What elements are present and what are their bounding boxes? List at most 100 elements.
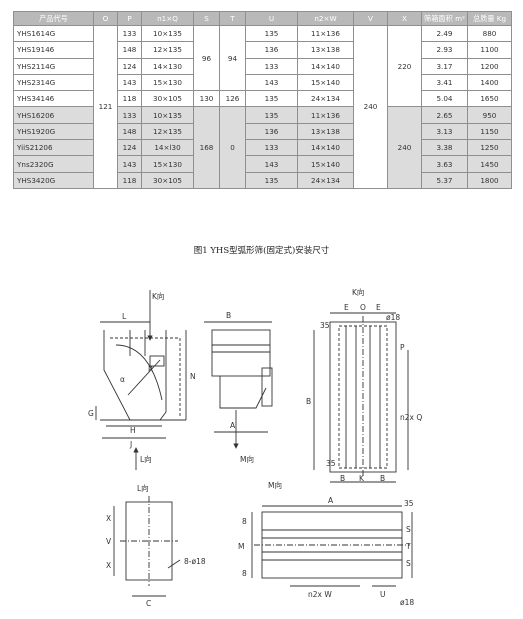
cell-area: 3.13	[421, 122, 468, 141]
side-plate	[261, 367, 273, 407]
table-row: YHS16206 133 10×135 168 0 135 11×136 240…	[13, 106, 512, 189]
cell-s: 168	[193, 106, 220, 189]
view5-a-label: A	[328, 496, 334, 505]
view3-b2-label: B	[380, 474, 385, 483]
view1-g-label: G	[88, 409, 94, 418]
view5-n2w-label: n2x W	[308, 590, 332, 599]
header-t: T	[219, 11, 246, 26]
view5-8a-label: 8	[242, 517, 247, 526]
table-row: YHS1920G 148 12×135 136 13×138 3.13 1150	[13, 122, 512, 141]
cell-s: 130	[193, 90, 220, 108]
cell-model: YHS3420G	[13, 171, 94, 189]
cell-x: 240	[387, 106, 422, 189]
cell-o: 121	[93, 25, 118, 189]
cell-area: 3.63	[421, 155, 468, 173]
cell-x: 220	[387, 24, 422, 108]
cell-v: 240	[353, 25, 388, 189]
view3-p-label: P	[400, 343, 405, 352]
cell-area: 2.65	[421, 106, 468, 124]
cell-p: 143	[117, 155, 142, 173]
cell-model: YHS1920G	[13, 122, 94, 141]
cell-model: YHS16206	[13, 106, 94, 124]
spec-table: 产品代号 O P n1×Q S T U n2×W V X 筛箱面积 m² 总质量…	[13, 11, 512, 189]
hidden-frame-line	[110, 337, 181, 416]
cell-p: 148	[117, 122, 142, 141]
header-o: O	[93, 11, 118, 26]
view1-l-label: L	[122, 312, 127, 321]
cell-u: 143	[245, 155, 298, 173]
view5-m-dim-label: M	[238, 542, 244, 551]
view4-x2-label: X	[106, 561, 111, 570]
cell-area: 3.38	[421, 139, 468, 157]
cell-mass: 1150	[467, 122, 512, 141]
view3-e-label: E	[344, 303, 349, 312]
view1-n-label: N	[190, 372, 196, 381]
view4-x1-label: X	[106, 514, 111, 523]
outlet-body	[219, 376, 267, 409]
front-view	[204, 321, 273, 449]
view4-hole-label: 8-ø18	[184, 557, 206, 566]
hole-leader-line	[167, 559, 181, 569]
view3-hole-label: ø18	[386, 313, 400, 322]
drawing-labels: K向 L R α N G H J L向 B A M向 K向 E O E 35 ø…	[88, 287, 422, 608]
header-mass: 总质量 Kg	[467, 11, 512, 26]
cell-mass: 1450	[467, 155, 512, 173]
header-model: 产品代号	[13, 11, 94, 26]
hopper-body	[211, 329, 271, 377]
view1-alpha-label: α	[120, 375, 125, 384]
view4-c-label: C	[146, 599, 151, 608]
view1-r-label: R	[148, 365, 153, 374]
view1-l-direction-label: L向	[140, 454, 152, 464]
cell-s: 96	[193, 24, 220, 92]
cell-u: 133	[245, 139, 298, 157]
cell-n1q: 30×105	[141, 171, 194, 189]
header-area: 筛箱面积 m²	[421, 11, 468, 26]
table-row: YHS34146 118 30×105 130 126 135 24×134 5…	[13, 90, 512, 108]
view2-b-label: B	[226, 311, 231, 320]
view5-s2-label: S	[406, 559, 411, 568]
view1-j-label: J	[129, 440, 132, 449]
m-direction-view	[251, 505, 413, 587]
view3-35-label: 35	[320, 321, 330, 330]
l-direction-view	[113, 496, 181, 597]
view3-k-label: K向	[352, 287, 364, 297]
view5-m-label: M向	[268, 480, 282, 490]
screen-frame-outline	[103, 330, 167, 421]
view5-s1-label: S	[406, 525, 411, 534]
screen-arc-line	[115, 344, 163, 401]
view4-l-label: L向	[137, 483, 149, 493]
cell-n2w: 14×140	[297, 139, 354, 157]
table-row: YHS2314G 143 15×130 143 15×140 3.41 1400	[13, 73, 512, 92]
table-row: Yns2320G 143 15×130 143 15×140 3.63 1450	[13, 155, 512, 173]
view5-t-label: T	[405, 542, 411, 551]
header-v: V	[353, 11, 388, 26]
table-row: YHS3420G 118 30×105 135 24×134 5.37 1800	[13, 171, 512, 189]
cell-u: 135	[245, 106, 298, 124]
view3-b-label: B	[306, 397, 311, 406]
view3-n2q-label: n2x Q	[400, 413, 422, 422]
feed-box	[149, 355, 165, 367]
cell-mass: 1800	[467, 171, 512, 189]
cell-n1q: 12×135	[141, 122, 194, 141]
cell-t: 0	[219, 106, 246, 189]
cell-u: 136	[245, 122, 298, 141]
cell-mass: 1250	[467, 139, 512, 157]
view5-u-label: U	[380, 590, 386, 599]
k-plan-view	[313, 312, 409, 483]
cell-p: 118	[117, 171, 142, 189]
table-row: YHS1614G 121 133 10×135 96 94 135 11×136…	[13, 24, 512, 189]
view3-35b-label: 35	[326, 459, 336, 468]
view3-e2-label: E	[376, 303, 381, 312]
view3-o-label: O	[360, 303, 366, 312]
cell-mass: 1100	[467, 41, 512, 59]
view3-b1-label: B	[340, 474, 345, 483]
view2-m-direction-label: M向	[240, 454, 254, 464]
header-n2w: n2×W	[297, 11, 354, 26]
cell-n2w: 24×134	[297, 171, 354, 189]
view1-h-label: H	[130, 426, 136, 435]
view5-hole-label: ø18	[400, 598, 414, 607]
side-section-view	[95, 290, 187, 470]
cell-mass: 950	[467, 106, 512, 124]
header-s: S	[193, 11, 220, 26]
